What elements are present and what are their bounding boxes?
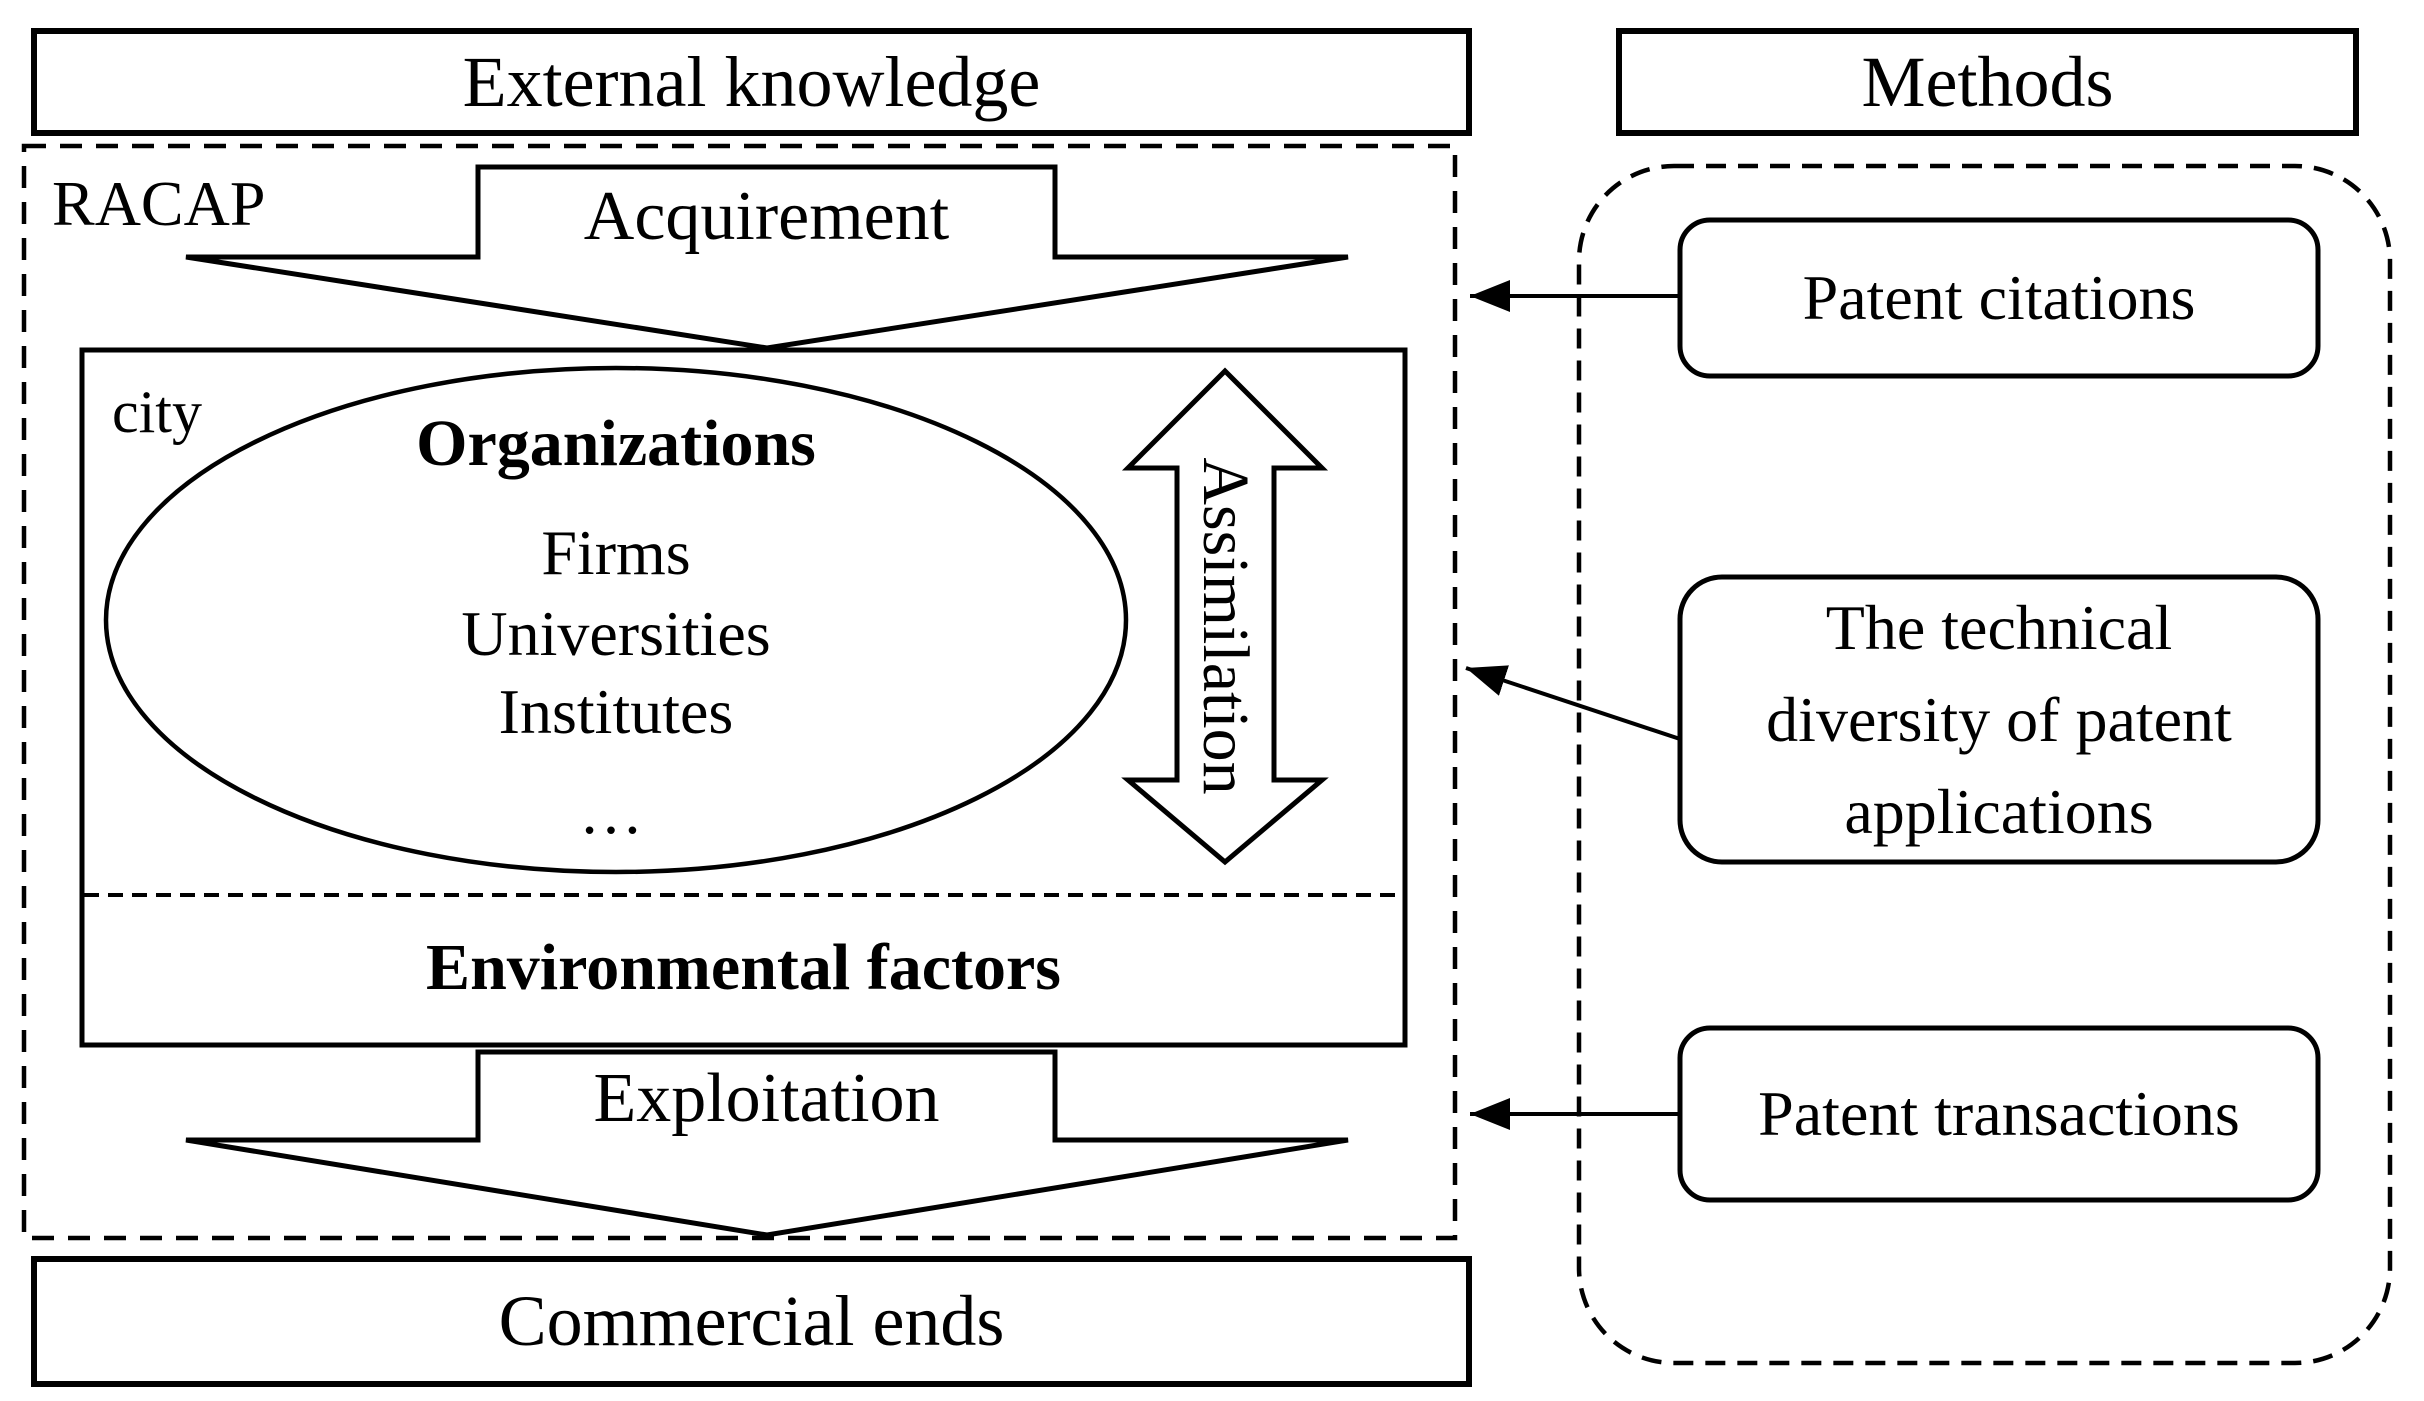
commercial-ends-box <box>31 1256 1472 1387</box>
patent-citations-label: Patent citations <box>1802 262 2196 334</box>
technical-diversity-line-1: The technical <box>1825 591 2173 663</box>
acquirement-down-arrow-shape <box>185 164 1349 351</box>
technical-diversity-label: The technical diversity of patent applic… <box>1680 577 2318 862</box>
racap-dashed-container <box>21 143 1458 1241</box>
commercial-ends-label: Commercial ends <box>498 1281 1005 1362</box>
exploitation-down-arrow-shape <box>185 1049 1349 1238</box>
racap-label: RACAP <box>52 168 266 239</box>
city-label: city <box>112 379 202 445</box>
technical-diversity-arrow <box>1465 665 1681 741</box>
acquirement-label: Acquirement <box>583 177 950 255</box>
external-knowledge-label: External knowledge <box>462 41 1041 122</box>
technical-diversity-box <box>1677 574 2321 865</box>
assimilation-double-arrow-shape <box>1121 367 1329 866</box>
organizations-item-institutes: Institutes <box>498 676 734 748</box>
methods-header-box <box>1616 28 2359 136</box>
exploitation-label: Exploitation <box>593 1059 940 1137</box>
organizations-item-ellipsis: … <box>579 776 653 848</box>
methods-header-label: Methods <box>1861 41 2114 122</box>
organizations-title: Organizations <box>416 407 816 481</box>
technical-diversity-line-2: diversity of patent <box>1766 683 2232 755</box>
city-box <box>79 347 1408 1048</box>
organizations-item-firms: Firms <box>541 517 691 589</box>
organizations-item-universities: Universities <box>461 598 771 670</box>
patent-transactions-label: Patent transactions <box>1758 1078 2240 1150</box>
assimilation-label: Assimilation <box>1189 457 1262 795</box>
external-knowledge-box <box>31 28 1472 136</box>
environmental-factors-label: Environmental factors <box>426 931 1061 1005</box>
organizations-ellipse <box>103 365 1129 875</box>
technical-diversity-line-3: applications <box>1844 775 2154 847</box>
